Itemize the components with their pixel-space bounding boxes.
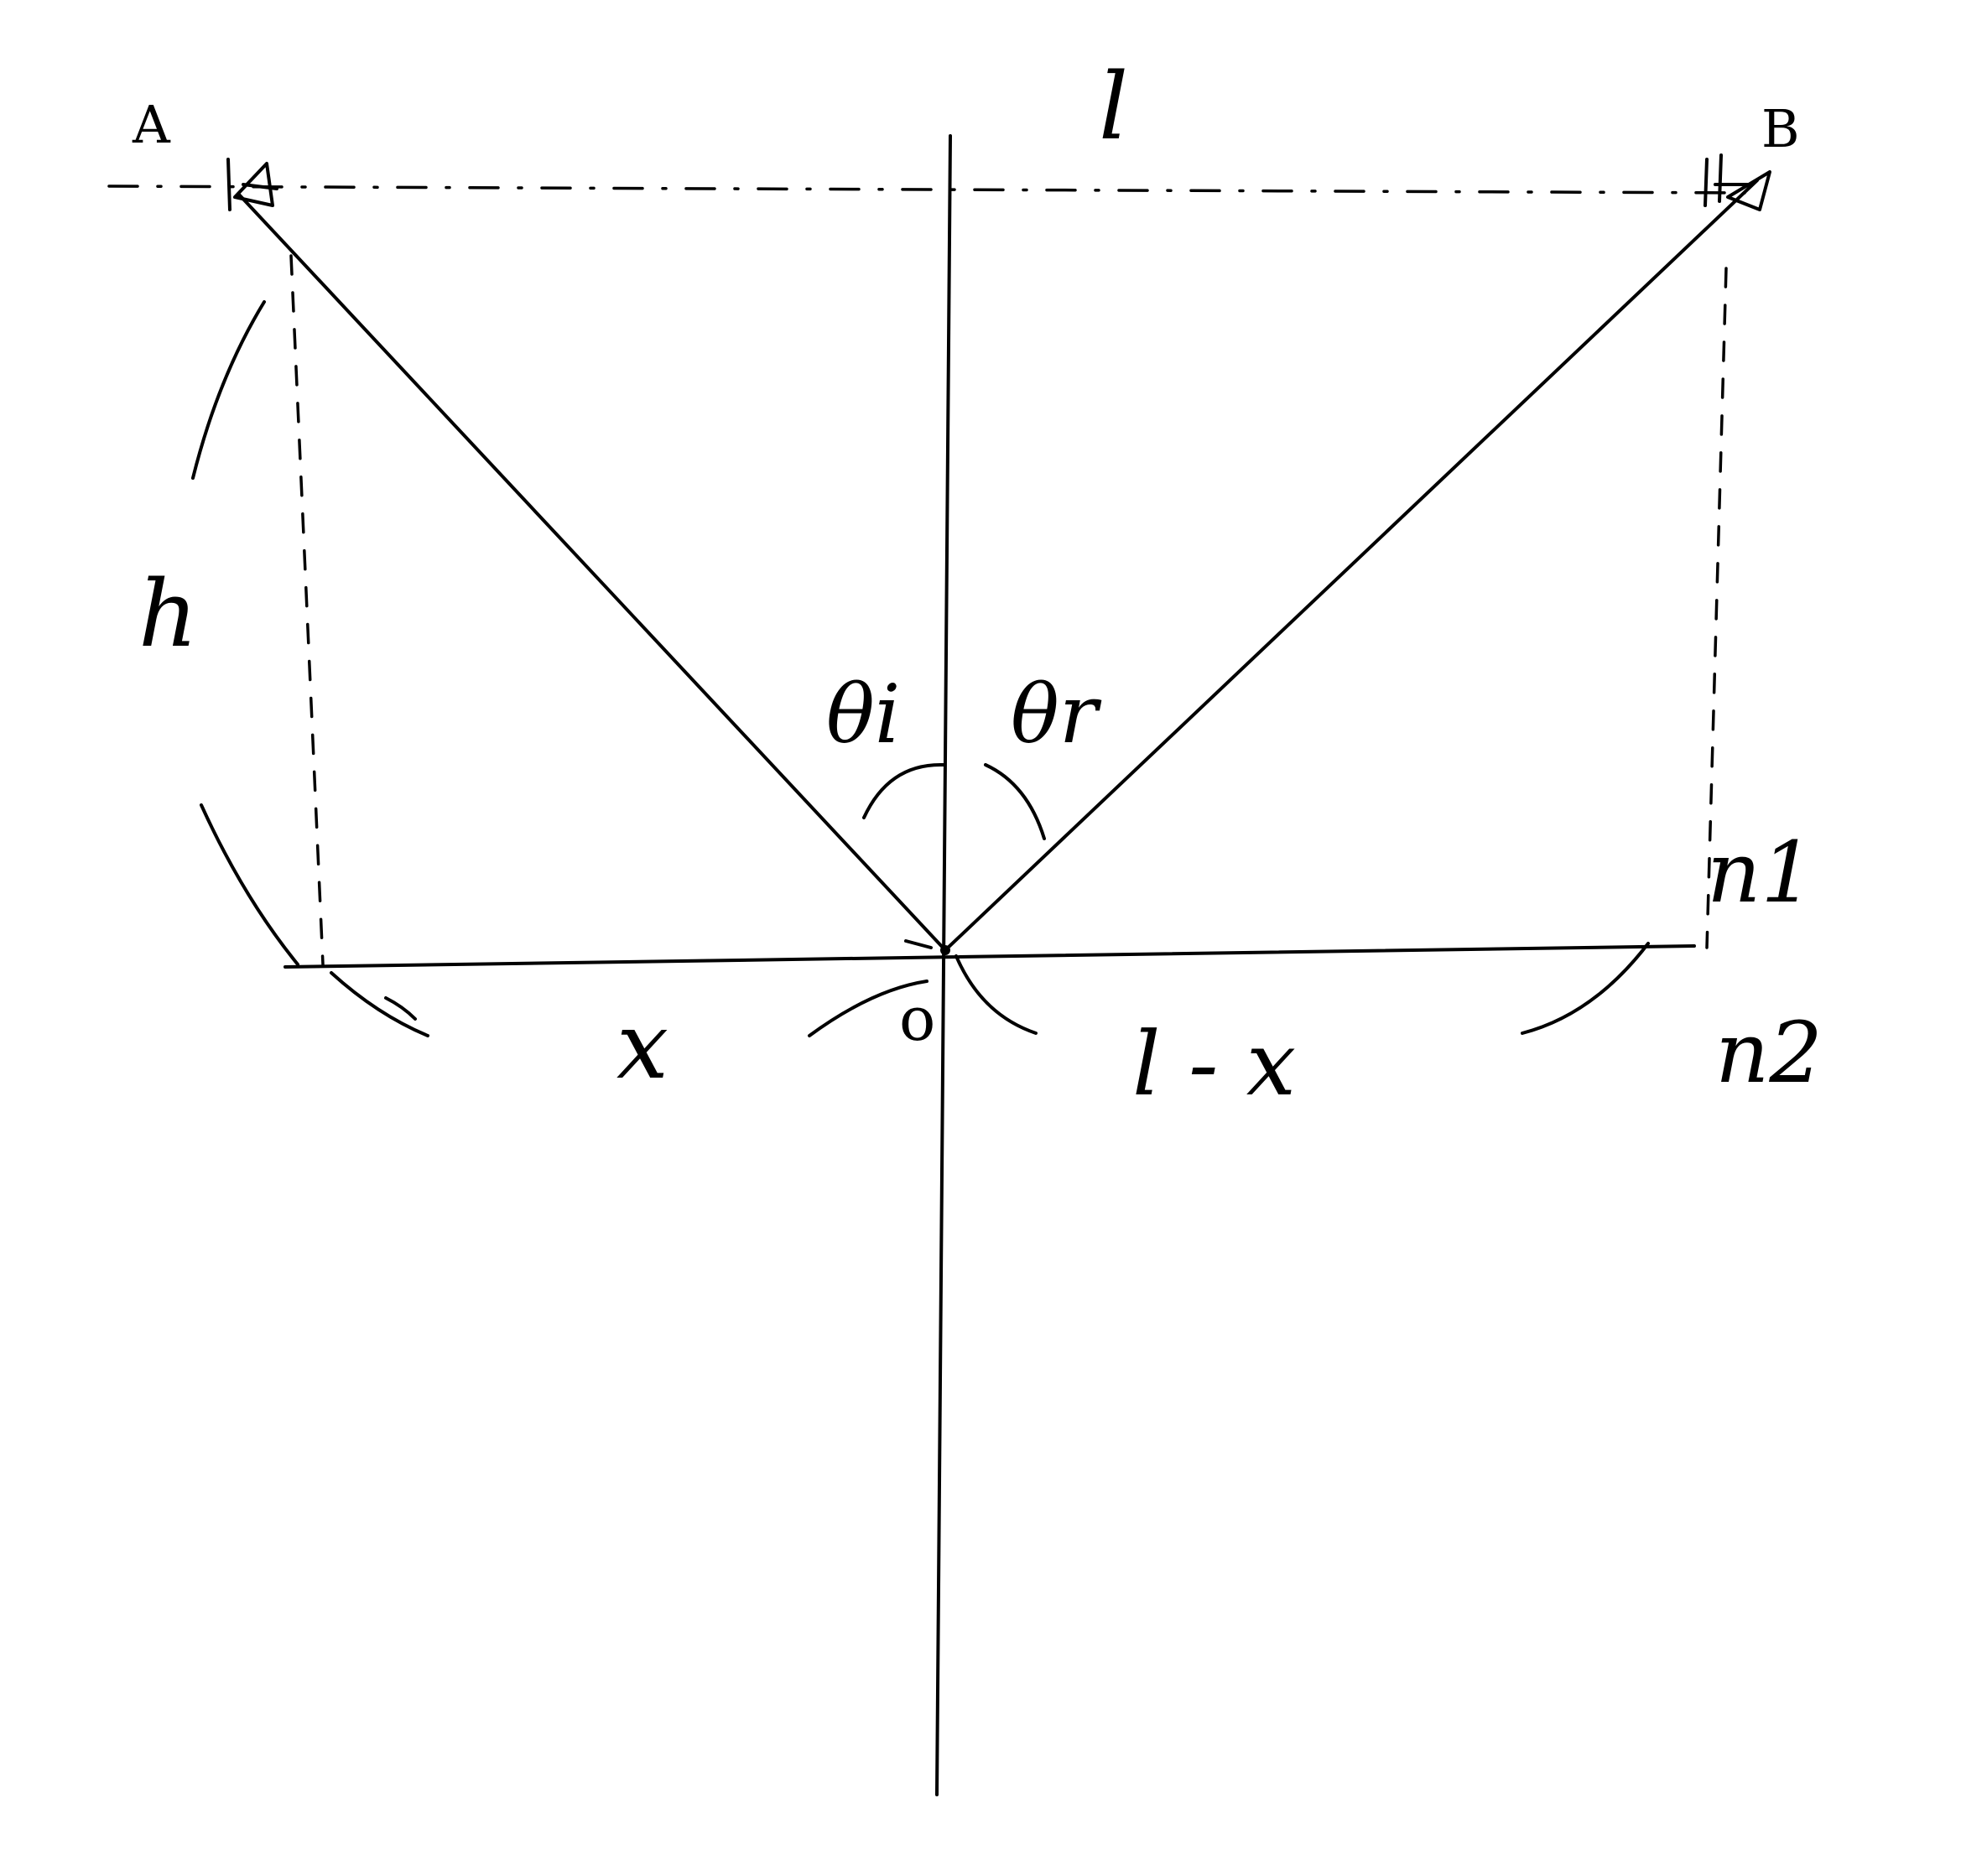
label-l-top: l	[1099, 53, 1128, 160]
angle-arc-reflection	[984, 763, 1046, 840]
label-a: A	[132, 94, 171, 155]
lx-brace-left	[954, 954, 1038, 1035]
x-brace-left	[330, 971, 429, 1037]
x-brace-right	[808, 980, 928, 1037]
label-x: x	[616, 992, 668, 1099]
right-dashed-line	[1705, 267, 1728, 949]
interface-line	[283, 944, 1696, 969]
label-theta-i: θi	[826, 668, 901, 761]
height-brace-lower	[200, 803, 299, 966]
point-o-dot	[940, 945, 950, 955]
x-brace-tick	[384, 996, 417, 1021]
observer-b-marker	[1704, 153, 1771, 211]
label-l-minus-x: l - x	[1132, 1013, 1296, 1115]
height-dashed-line	[289, 254, 325, 966]
label-n2: n2	[1715, 1004, 1823, 1102]
source-a-marker	[226, 158, 278, 211]
top-reference-line	[107, 184, 1746, 195]
lx-brace-right	[1521, 942, 1650, 1035]
incident-ray	[237, 193, 947, 952]
label-h: h	[138, 560, 198, 668]
label-origin: o	[899, 984, 935, 1054]
label-b: B	[1761, 98, 1800, 159]
height-brace-upper	[191, 300, 266, 480]
point-o-tick	[904, 939, 933, 949]
reflected-ray	[944, 179, 1759, 952]
angle-arc-incidence	[862, 762, 945, 819]
label-n1: n1	[1707, 824, 1814, 922]
label-theta-r: θr	[1011, 668, 1102, 761]
normal-line	[935, 134, 952, 1796]
